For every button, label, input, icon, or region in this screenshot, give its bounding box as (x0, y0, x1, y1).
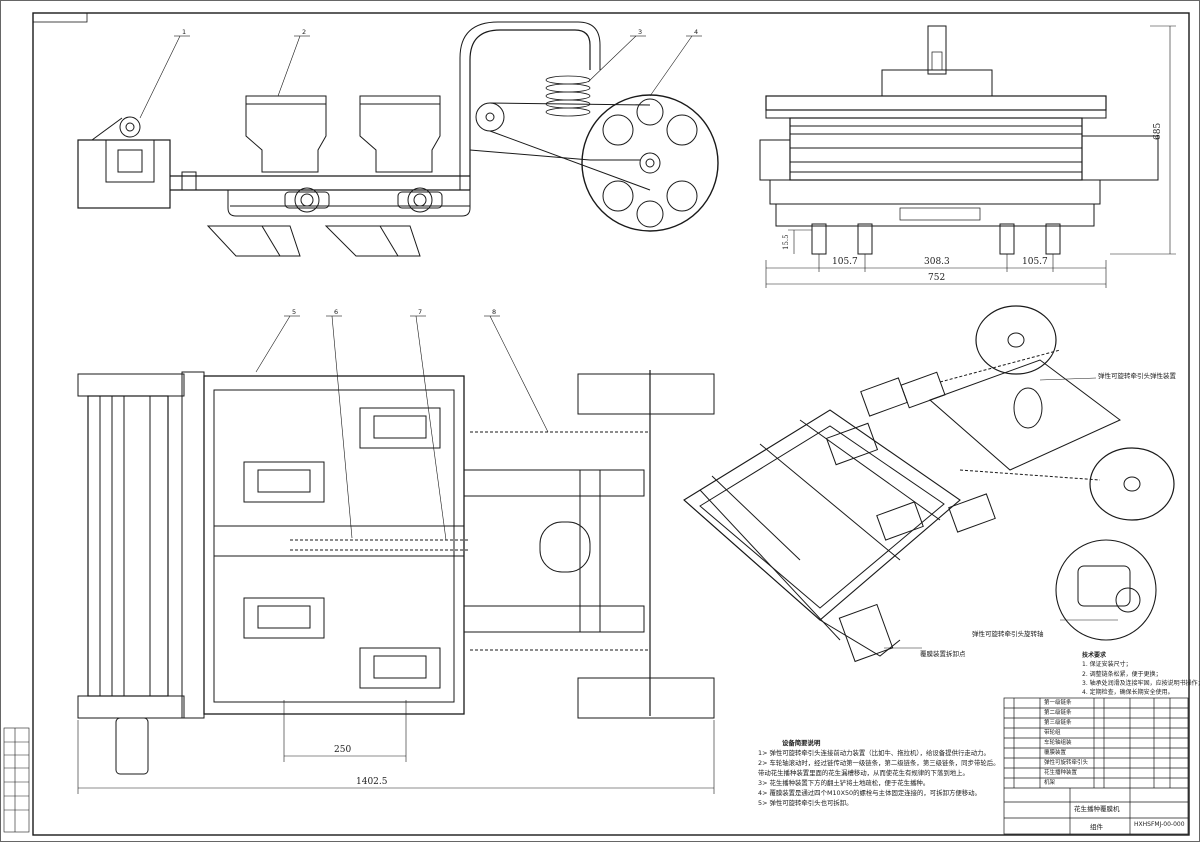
drawing-number: HXHSFMJ-00-000 (1134, 821, 1185, 828)
balloon-leaders (139, 35, 702, 541)
equipment-notes: 设备简要说明 1> 弹性可旋转牵引头连接前动力装置（比如牛、拖拉机），给设备提供… (758, 739, 1000, 808)
part-name-5: 车轮轴组装 (1044, 740, 1072, 746)
balloon-plan-6: 6 (334, 308, 338, 316)
assembly-label: 组件 (1090, 823, 1103, 831)
rotating-shaft-callout: 弹性可旋转牵引头旋转轴 (972, 629, 1044, 638)
title-block-grid (1003, 697, 1189, 835)
part-name-9: 机架 (1044, 780, 1056, 786)
front-right-pitch-dimension: 105.7 (1022, 257, 1048, 267)
side-view (77, 21, 719, 257)
equipment-note-item: 3> 花生播种装置下方的翻土铲将土地疏松，便于花生播种。 (758, 778, 930, 787)
balloon-plan-7: 7 (418, 308, 422, 316)
equipment-note-item: 带动花生播种装置里面的花生漏槽移动，从而使花生有规律的下落到地上。 (758, 768, 969, 777)
part-list: 第一级链条 第二级链条 第三级链条 带轮组 车轮轴组装 覆膜装置 弹性可旋转牵引… (1044, 698, 1088, 788)
revision-strip (3, 727, 30, 833)
isometric-view: 弹性可旋转牵引头弹性装置 弹性可旋转牵引头旋转轴 覆膜装置拆卸点 (683, 305, 1177, 663)
balloon-side-4: 4 (694, 28, 698, 36)
technical-requirements: 技术要求 1. 保证安装尺寸； 2. 调整链条松紧，便于更换； 3. 轴承处润滑… (1082, 651, 1200, 697)
front-height-dimension: 685 (1153, 123, 1163, 140)
technical-requirement-item: 1. 保证安装尺寸； (1082, 661, 1132, 669)
balloon-plan-5: 5 (292, 308, 296, 316)
front-left-pitch-dimension: 105.7 (832, 257, 858, 267)
part-name-8: 花生播种装置 (1044, 770, 1078, 776)
technical-requirement-item: 2. 调整链条松紧，便于更换； (1082, 670, 1162, 678)
part-name-3: 第三级链条 (1044, 720, 1072, 726)
technical-requirement-item: 3. 轴承处润滑及连接牢固，应按说明书操作； (1082, 679, 1200, 687)
front-ground-dimension: 15.5 (782, 234, 790, 250)
plan-row-spacing-dimension: 250 (334, 745, 351, 755)
drawing-name: 花生播种覆膜机 (1074, 805, 1120, 813)
part-name-4: 带轮组 (1044, 730, 1061, 736)
part-name-7: 弹性可旋转牵引头 (1044, 760, 1089, 766)
part-name-2: 第二级链条 (1044, 710, 1072, 716)
part-name-6: 覆膜装置 (1044, 750, 1067, 756)
equipment-note-item: 4> 覆膜装置是通过四个M10X50的螺栓与主体固定连接的，可拆卸方便移动。 (758, 788, 981, 797)
balloon-side-2: 2 (302, 28, 306, 36)
technical-requirement-item: 4. 定期检查，确保长期安全使用。 (1082, 689, 1174, 697)
technical-requirements-title: 技术要求 (1082, 652, 1107, 659)
equipment-note-item: 1> 弹性可旋转牵引头连接前动力装置（比如牛、拖拉机），给设备提供行走动力。 (758, 748, 990, 757)
equipment-notes-title: 设备简要说明 (782, 739, 821, 747)
pressing-device-callout: 覆膜装置拆卸点 (920, 649, 966, 658)
front-mid-pitch-dimension: 308.3 (924, 257, 950, 267)
balloon-plan-8: 8 (492, 308, 496, 316)
balloon-side-1: 1 (182, 28, 186, 36)
drawing-border (32, 12, 1190, 836)
balloon-side-3: 3 (638, 28, 642, 36)
part-name-1: 第一级链条 (1044, 700, 1072, 706)
front-view: 685 15.5 105.7 308.3 105.7 752 (759, 25, 1176, 288)
tension-device-callout: 弹性可旋转牵引头弹性装置 (1098, 371, 1177, 380)
plan-total-length-dimension: 1402.5 (356, 777, 388, 787)
equipment-note-item: 5> 弹性可旋转牵引头也可拆卸。 (758, 798, 853, 807)
equipment-note-item: 2> 车轮轴滚动时，经过链传动第一级链条，第二级链条，第三级链条，同步带轮后。 (758, 758, 1000, 767)
front-total-width-dimension: 752 (928, 273, 945, 283)
plan-view: 250 1402.5 (77, 370, 715, 794)
